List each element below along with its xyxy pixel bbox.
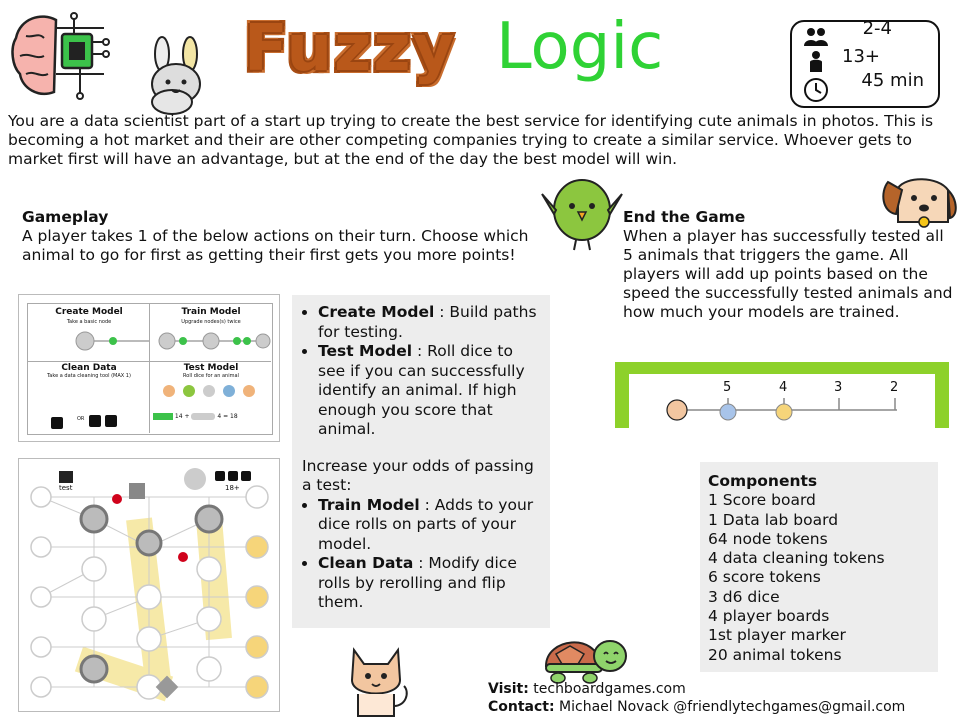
train-model-tile-title: Train Model — [181, 307, 241, 317]
action-create-model: Create Model : Build paths for testing. — [318, 303, 544, 342]
secondary-actions-list: Train Model : Adds to your dice rolls on… — [298, 496, 544, 613]
component-item: 3 d6 dice — [708, 587, 780, 606]
bunny-illustration — [151, 36, 201, 115]
component-item: 1st player marker — [708, 626, 846, 645]
visit-line: Visit: techboardgames.com — [488, 681, 686, 697]
time-value: 45 min — [861, 70, 924, 91]
players-value: 2-4 — [862, 18, 892, 39]
clean-data-dice — [51, 415, 117, 429]
formula-bonus: 4 — [217, 413, 222, 420]
test-model-tile-sub: Roll dice for an animal — [183, 373, 239, 379]
age-row: 13+ — [802, 46, 930, 76]
clock-icon — [804, 78, 828, 102]
score-point-5: 5 — [723, 380, 732, 395]
test-model-animals — [163, 385, 255, 397]
intro-paragraph: You are a data scientist part of a start… — [8, 112, 934, 168]
clean-data-tile-sub: Take a data cleaning tool (MAX 1) — [47, 373, 131, 379]
clean-data-tile-title: Clean Data — [61, 363, 117, 373]
gameplay-section: Gameplay A player takes 1 of the below a… — [22, 208, 552, 265]
board-test-label: test — [59, 484, 73, 492]
gameplay-text: A player takes 1 of the below actions on… — [22, 227, 529, 264]
contact-block: Visit: techboardgames.com Contact: Micha… — [488, 680, 958, 716]
components-box: Components 1 Score board 1 Data lab boar… — [700, 462, 938, 672]
website-link[interactable]: techboardgames.com — [528, 681, 686, 697]
people-icon — [804, 28, 828, 46]
scoreboard-image: 5 4 3 2 — [615, 362, 949, 428]
board-target-label: 18+ — [225, 484, 240, 492]
train-model-tile-sub: Upgrade nodes(s) twice — [181, 319, 241, 325]
person-icon — [810, 51, 822, 72]
score-point-4: 4 — [779, 380, 788, 395]
data-lab-board-image: test 18+ — [18, 458, 280, 712]
component-item: 6 score tokens — [708, 568, 821, 587]
end-game-text: When a player has successfully tested al… — [623, 227, 953, 321]
score-point-2: 2 — [890, 380, 899, 395]
score-point-3: 3 — [834, 380, 843, 395]
dog-illustration — [882, 178, 957, 228]
action-train-model: Train Model : Adds to your dice rolls on… — [318, 496, 544, 555]
action-board-image: Create Model Take a basic node Train Mod… — [18, 294, 280, 442]
email-link[interactable]: Michael Novack @friendlytechgames@gmail.… — [554, 699, 906, 715]
bird-illustration — [541, 179, 623, 251]
end-game-heading: End the Game — [623, 208, 746, 226]
game-info-box: 2-4 13+ 45 min — [790, 18, 940, 108]
create-model-tile-title: Create Model — [55, 307, 123, 317]
action-test-model: Test Model : Roll dice to see if you can… — [318, 342, 544, 440]
component-item: 4 player boards — [708, 607, 830, 626]
actions-box: Create Model : Build paths for testing. … — [292, 295, 550, 628]
players-row: 2-4 — [802, 18, 930, 50]
end-game-section: End the Game When a player has successfu… — [623, 208, 953, 322]
formula-total: = 18 — [223, 413, 238, 420]
test-model-tile-title: Test Model — [183, 363, 239, 373]
components-heading: Components — [708, 472, 818, 490]
create-model-nodes — [75, 331, 149, 351]
title-fuzzy: Fuzzy — [244, 12, 457, 86]
primary-actions-list: Create Model : Build paths for testing. … — [298, 303, 544, 440]
odds-text: Increase your odds of passing a test: — [302, 456, 534, 495]
component-item: 1 Score board — [708, 491, 816, 510]
cat-illustration — [350, 647, 408, 717]
turtle-illustration — [544, 640, 627, 684]
test-model-formula: 14 + 4 = 18 — [153, 413, 269, 425]
age-value: 13+ — [842, 46, 880, 67]
component-item: 1 Data lab board — [708, 510, 839, 529]
clean-data-or: OR — [77, 416, 85, 422]
action-clean-data: Clean Data : Modify dice rolls by reroll… — [318, 554, 544, 613]
component-item: 4 data cleaning tokens — [708, 549, 885, 568]
scoreboard-graphic — [615, 362, 949, 428]
formula-base: 14 + — [174, 413, 190, 420]
train-model-nodes — [158, 332, 271, 350]
title-logic: Logic — [496, 10, 664, 84]
component-item: 20 animal tokens — [708, 645, 842, 664]
create-model-tile-sub: Take a basic node — [66, 319, 112, 325]
component-item: 64 node tokens — [708, 529, 828, 548]
brain-chip-illustration — [11, 12, 110, 100]
gameplay-heading: Gameplay — [22, 208, 109, 226]
time-row: 45 min — [802, 70, 930, 102]
contact-line: Contact: Michael Novack @friendlytechgam… — [488, 699, 906, 715]
board-network — [30, 468, 269, 702]
